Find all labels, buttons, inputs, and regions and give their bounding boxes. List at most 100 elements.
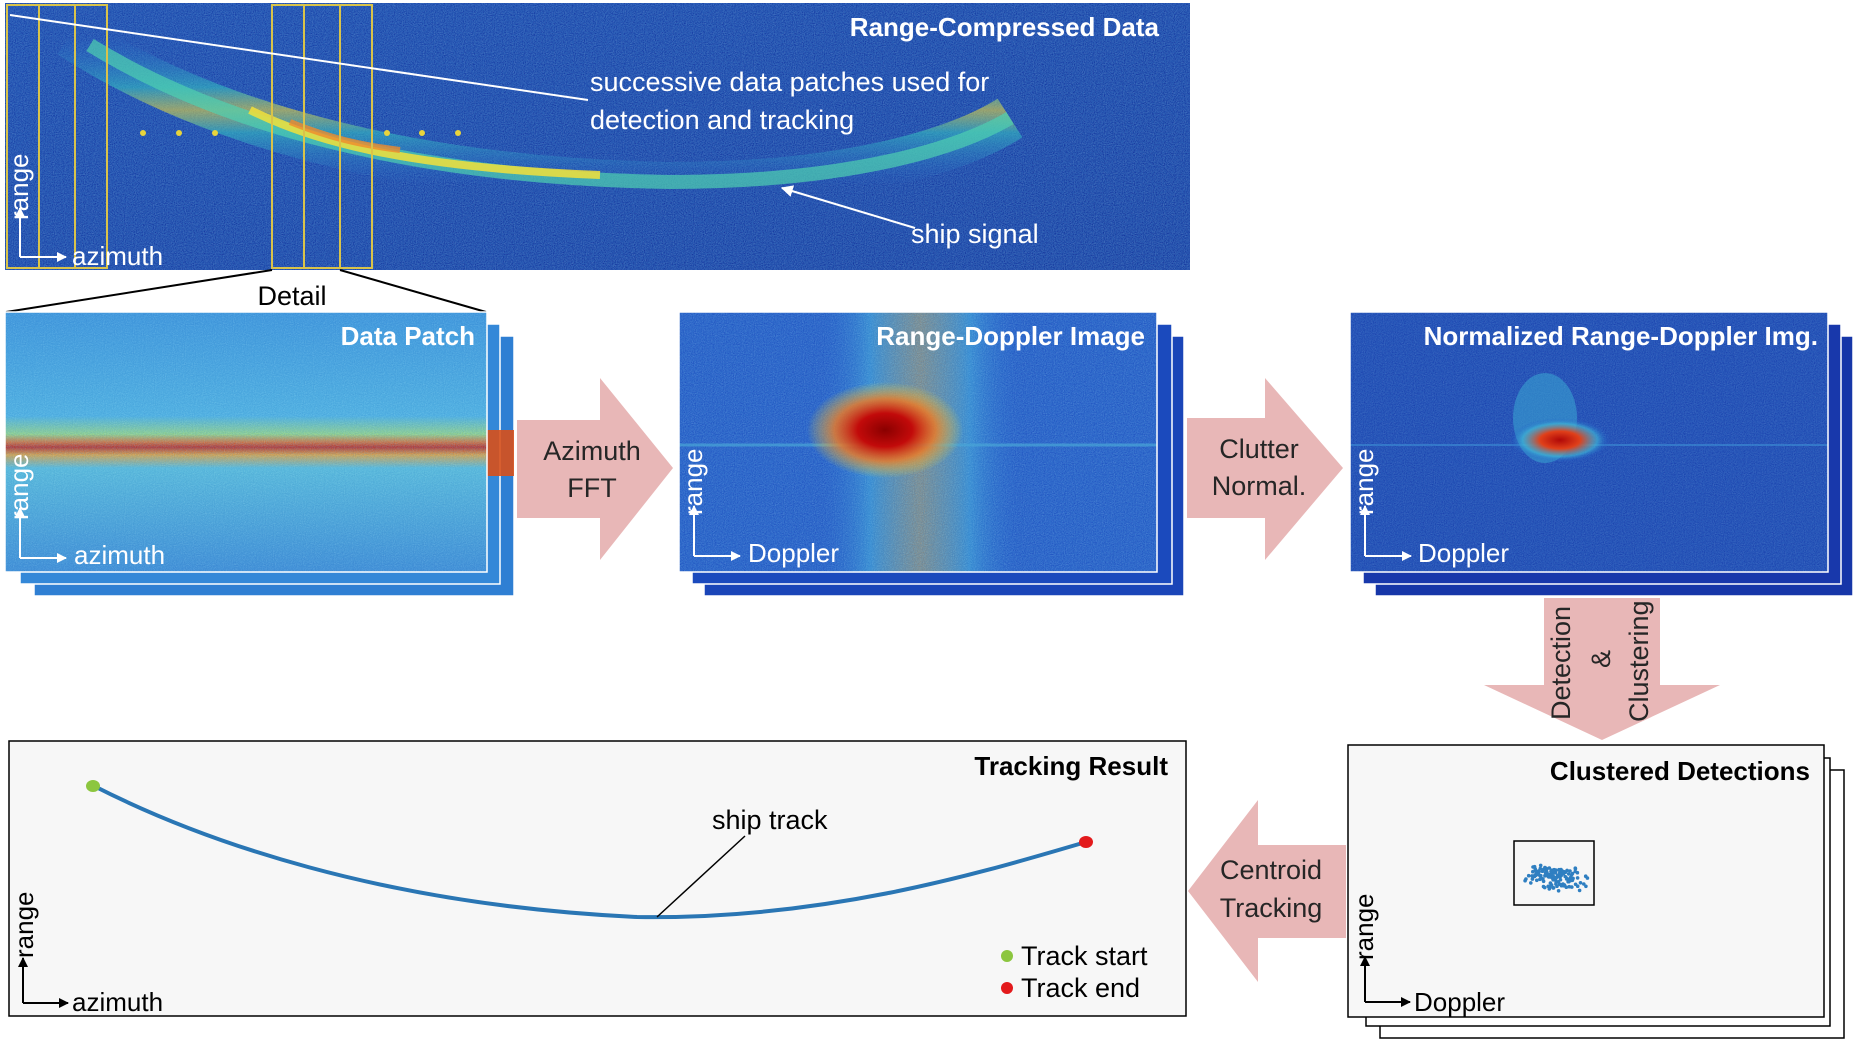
- norm-axis: range Doppler: [1349, 449, 1509, 569]
- azimuth-fft-arrow: [517, 378, 673, 560]
- detection-point: [1529, 881, 1533, 885]
- detection-point: [1531, 865, 1535, 869]
- norm-axis-y-label: range: [1349, 449, 1379, 516]
- detection-point: [1523, 878, 1527, 883]
- detection-point: [1538, 863, 1543, 868]
- clutter-normalization-arrow: [1187, 378, 1343, 560]
- annotation-leader-line: [9, 14, 589, 101]
- patch-axis: range azimuth: [4, 454, 165, 571]
- ellipsis-dots: [140, 130, 461, 136]
- patch-annotation-line2: detection and tracking: [590, 105, 854, 135]
- tracking-title: Tracking Result: [974, 751, 1168, 781]
- ship-track-line: [93, 784, 1087, 920]
- detection-point: [1552, 871, 1557, 875]
- detection-point: [1570, 878, 1575, 883]
- detection-point: [1570, 885, 1574, 889]
- detection-point: [1541, 884, 1546, 889]
- detection-point: [1578, 881, 1583, 885]
- detection-point: [1555, 884, 1559, 888]
- detection-point: [1575, 884, 1580, 888]
- detection-point: [1582, 882, 1586, 886]
- detection-point: [1561, 872, 1566, 876]
- ship-track-label: ship track: [712, 805, 828, 835]
- cluster-bounding-box: [1513, 840, 1595, 906]
- detail-line-right: [339, 269, 487, 313]
- detection-label-3: Clustering: [1624, 600, 1654, 722]
- rc-axis-y-label: range: [4, 154, 34, 221]
- detail-label: Detail: [257, 281, 326, 311]
- ship-signal-core: [248, 106, 601, 179]
- patch-frame-3: [74, 4, 108, 269]
- cluster-axis-y-label: range: [1349, 894, 1379, 961]
- ellipsis-dot: [212, 130, 218, 136]
- clutter-normalization-step: Clutter Normal.: [1187, 378, 1343, 560]
- detection-point: [1549, 869, 1553, 874]
- ship-signal-label: ship signal: [911, 219, 1039, 249]
- ellipsis-dot: [419, 130, 425, 136]
- detection-clustering-step: Detection & Clustering: [1484, 598, 1720, 740]
- detection-point: [1557, 867, 1561, 872]
- detection-point: [1551, 886, 1556, 890]
- cluster-points: [1523, 863, 1590, 893]
- ellipsis-dot: [455, 130, 461, 136]
- tracking-plot-area: [8, 740, 1187, 1017]
- detection-point: [1543, 873, 1548, 877]
- detection-point: [1556, 889, 1561, 893]
- detection-point: [1577, 888, 1582, 893]
- detection-point: [1538, 876, 1543, 881]
- detection-point: [1559, 882, 1563, 887]
- centroid-tracking-arrow: [1188, 800, 1346, 982]
- range-compressed-panel: Range-Compressed Data successive data pa…: [4, 3, 1190, 271]
- detail-callout: Detail: [5, 269, 487, 313]
- cluster-axis-x-label: Doppler: [1414, 987, 1505, 1017]
- data-patch-noise: [5, 312, 487, 572]
- range-compressed-title: Range-Compressed Data: [850, 12, 1160, 42]
- cluster-title: Clustered Detections: [1550, 756, 1810, 786]
- detection-point: [1551, 878, 1555, 882]
- range-doppler-panel: Range-Doppler Image range Doppler: [678, 311, 1185, 597]
- detection-point: [1547, 875, 1551, 879]
- norm-border: [1349, 311, 1829, 573]
- detection-point: [1568, 875, 1573, 880]
- rc-axis-x-label: azimuth: [72, 241, 163, 271]
- data-patch-panel: Data Patch range azimuth: [4, 311, 515, 597]
- azimuth-fft-label-2: FFT: [567, 473, 616, 503]
- normalized-rd-panel: Normalized Range-Doppler Img. range Dopp…: [1349, 311, 1854, 597]
- track-start-marker: [86, 780, 100, 792]
- patch-stack-signal-edge: [487, 430, 514, 476]
- detection-point: [1573, 869, 1577, 874]
- detection-clustering-arrow: [1484, 598, 1720, 740]
- detection-point: [1564, 885, 1569, 889]
- tracking-axis-y-label: range: [9, 892, 39, 959]
- detection-point: [1570, 871, 1575, 876]
- tracking-legend: Track start Track end: [1001, 941, 1148, 1003]
- ship-track-leader: [656, 835, 746, 918]
- norm-axis-x-label: Doppler: [1418, 538, 1509, 568]
- detection-point: [1536, 872, 1541, 877]
- detection-point: [1535, 878, 1539, 883]
- rd-axis: range Doppler: [678, 449, 839, 569]
- rc-axis: range azimuth: [4, 154, 163, 272]
- data-patch-border: [4, 311, 488, 573]
- legend-start-label: Track start: [1021, 941, 1148, 971]
- data-patch-frames: [6, 4, 373, 269]
- patch-axis-x-label: azimuth: [74, 540, 165, 570]
- ellipsis-dot: [384, 130, 390, 136]
- norm-target-hotspot: [1510, 418, 1610, 462]
- rd-title: Range-Doppler Image: [876, 321, 1145, 351]
- tracking-result-panel: Tracking Result ship track Track start T…: [8, 740, 1187, 1017]
- ship-signal-curve: [86, 39, 1014, 190]
- cluster-axis: range Doppler: [1349, 894, 1505, 1018]
- cluster-image: [1347, 744, 1825, 1018]
- rd-target-hotspot: [807, 382, 963, 478]
- detection-point: [1558, 878, 1563, 882]
- ellipsis-dot: [140, 130, 146, 136]
- detection-point: [1530, 877, 1535, 881]
- patch-axis-y-label: range: [4, 454, 34, 521]
- data-patch-title: Data Patch: [341, 321, 475, 351]
- norm-title: Normalized Range-Doppler Img.: [1424, 321, 1818, 351]
- detection-point: [1584, 884, 1588, 889]
- centroid-tracking-step: Centroid Tracking: [1188, 800, 1346, 982]
